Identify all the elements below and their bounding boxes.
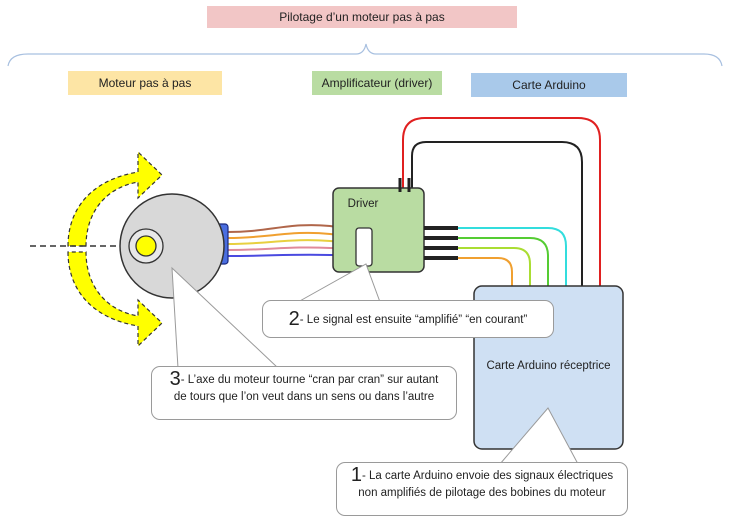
callout-step-3-number: 3 <box>169 368 181 390</box>
header-driver: Amplificateur (driver) <box>312 71 442 95</box>
motor-wire-pink <box>227 246 359 251</box>
signal-wire-green <box>458 237 549 290</box>
motor-wire-yellow <box>227 239 359 245</box>
signal-wire-cyan <box>458 227 567 290</box>
callout-step-1-number: 1 <box>350 464 362 486</box>
diagram-title: Pilotage d’un moteur pas à pas <box>207 6 517 28</box>
callout-step-1-text-1: - La carte Arduino envoie des signaux él… <box>361 470 614 482</box>
callout-1-tail <box>499 407 579 465</box>
callout-step-3-text-1: - L’axe du moteur tourne “cran par cran”… <box>180 374 439 386</box>
rotation-arrow-up <box>67 150 163 247</box>
callout-step-2-number: 2 <box>288 308 300 330</box>
callout-step-3: 3- L’axe du moteur tourne “cran par cran… <box>151 366 457 420</box>
signal-wire-lightgreen <box>458 247 531 290</box>
top-brace <box>7 43 723 67</box>
callout-step-3-line-2: de tours que l’on veut dans un sens ou d… <box>173 391 435 403</box>
header-motor: Moteur pas à pas <box>68 71 222 95</box>
callout-step-2: 2- Le signal est ensuite “amplifié” “en … <box>262 300 554 338</box>
power-wire-black <box>411 141 583 290</box>
driver-input-connector <box>355 227 373 267</box>
callout-step-1-line-1: 1- La carte Arduino envoie des signaux é… <box>337 464 627 486</box>
callout-2-tail <box>297 263 381 303</box>
motor-wire-blue <box>227 253 358 257</box>
motor-shaft <box>135 235 157 257</box>
driver-label: Driver <box>347 198 379 210</box>
header-arduino: Carte Arduino <box>471 73 627 97</box>
motor-wire-brown <box>227 224 359 233</box>
callout-step-1: 1- La carte Arduino envoie des signaux é… <box>336 462 628 516</box>
callout-step-3-line-1: 3- L’axe du moteur tourne “cran par cran… <box>152 368 456 390</box>
power-wire-red <box>402 117 601 290</box>
signal-wire-orange <box>458 257 513 290</box>
callout-3-tail <box>171 266 279 369</box>
stepper-motor <box>119 193 225 299</box>
motor-wire-orange <box>227 231 359 239</box>
callout-step-2-text: - Le signal est ensuite “amplifié” “en c… <box>299 314 528 326</box>
callout-step-1-line-2: non amplifiés de pilotage des bobines du… <box>358 487 606 499</box>
rotation-arrow-down <box>67 251 163 348</box>
arduino-label: Carte Arduino réceptrice <box>486 360 611 372</box>
